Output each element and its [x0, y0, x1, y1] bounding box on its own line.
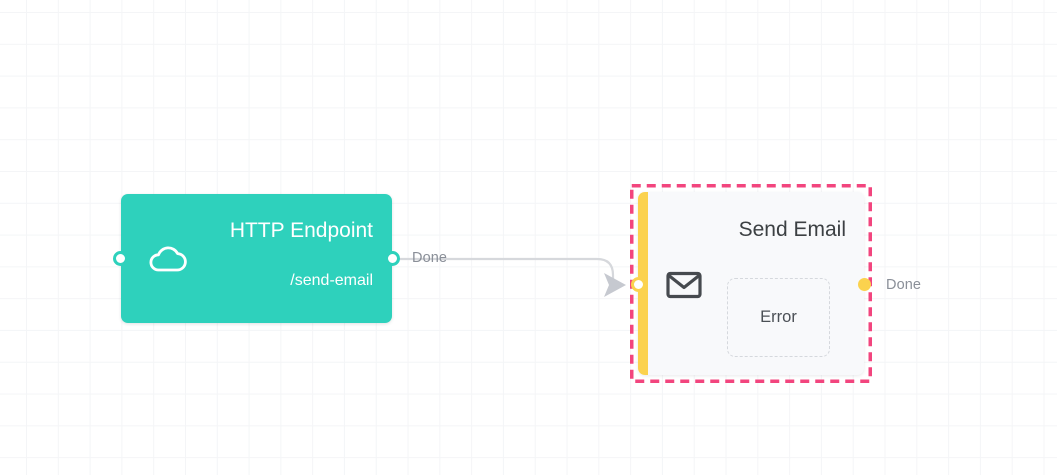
node-send-email[interactable]: Send Email Error — [630, 184, 872, 383]
node-http-endpoint-title: HTTP Endpoint — [229, 219, 373, 242]
node-http-endpoint[interactable]: HTTP Endpoint /send-email — [121, 194, 392, 323]
envelope-icon — [666, 271, 702, 299]
node-send-email-body[interactable]: Send Email Error — [638, 192, 864, 375]
edge-arrowhead-icon — [604, 273, 626, 297]
node-http-endpoint-subtitle: /send-email — [290, 272, 373, 289]
dropzone-error[interactable]: Error — [727, 278, 830, 357]
dropzone-error-label: Error — [760, 308, 797, 326]
port-http-endpoint-output[interactable] — [385, 251, 400, 266]
port-send-email-output[interactable] — [858, 278, 871, 291]
edge-label-done: Done — [412, 250, 448, 266]
cloud-icon — [149, 246, 187, 272]
port-send-email-output-label: Done — [886, 277, 922, 293]
port-http-endpoint-input[interactable] — [113, 251, 128, 266]
node-send-email-title: Send Email — [738, 218, 846, 241]
port-send-email-input[interactable] — [631, 277, 646, 292]
